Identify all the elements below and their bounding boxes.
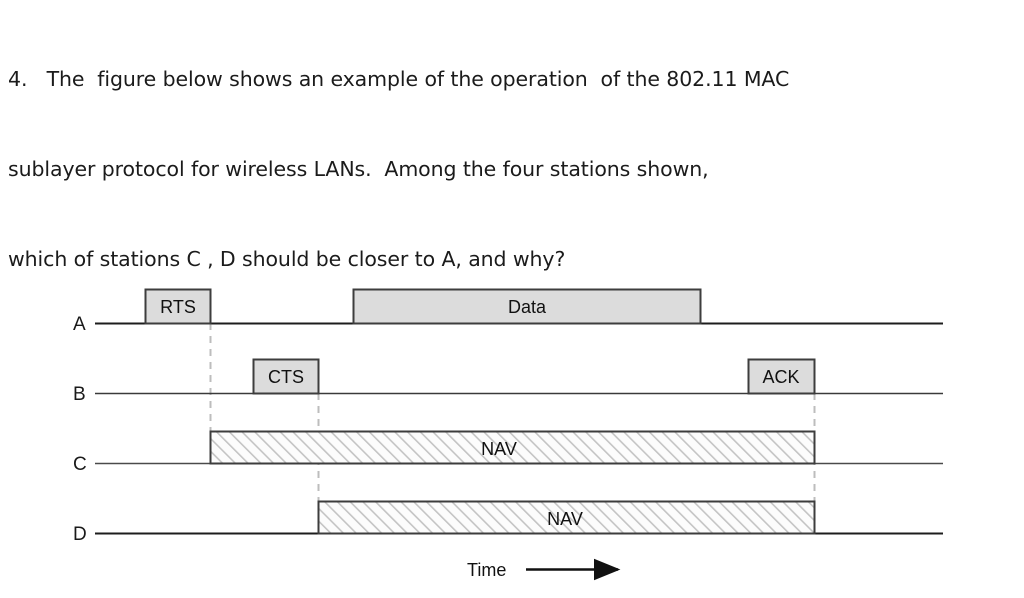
frame-rts: RTS — [144, 288, 212, 325]
station-label-C: C — [73, 454, 87, 475]
time-axis: Time — [467, 558, 621, 581]
frame-nav-c-box — [209, 430, 816, 465]
frame-cts-box — [252, 358, 320, 395]
frame-rts-box — [144, 288, 212, 325]
frame-rts-label: RTS — [160, 297, 196, 317]
frame-ack-label: ACK — [762, 367, 799, 387]
station-label-D: D — [73, 524, 87, 545]
station-label-B: B — [73, 384, 86, 405]
question-line-2: sublayer protocol for wireless LANs. Amo… — [8, 157, 709, 181]
frame-data: Data — [352, 288, 702, 325]
frame-nav-d: NAV — [317, 500, 816, 535]
station-labels: A B C D — [73, 314, 87, 545]
frame-ack-box — [747, 358, 816, 395]
question-text: 4. The figure below shows an example of … — [8, 4, 968, 304]
frame-nav-c: NAV — [209, 430, 816, 465]
frame-nav-d-label: NAV — [547, 509, 583, 529]
frame-nav-d-box — [317, 500, 816, 535]
question-line-3: which of stations C , D should be closer… — [8, 247, 566, 271]
time-axis-label: Time — [467, 560, 506, 580]
frame-data-box — [352, 288, 702, 325]
station-label-A: A — [73, 314, 86, 335]
guide-lines — [209, 323, 816, 504]
frame-data-label: Data — [508, 297, 547, 317]
frame-cts-label: CTS — [268, 367, 304, 387]
frame-ack: ACK — [747, 358, 816, 395]
question-line-1: 4. The figure below shows an example of … — [8, 67, 790, 91]
frame-nav-c-label: NAV — [481, 439, 517, 459]
frame-cts: CTS — [252, 358, 320, 395]
